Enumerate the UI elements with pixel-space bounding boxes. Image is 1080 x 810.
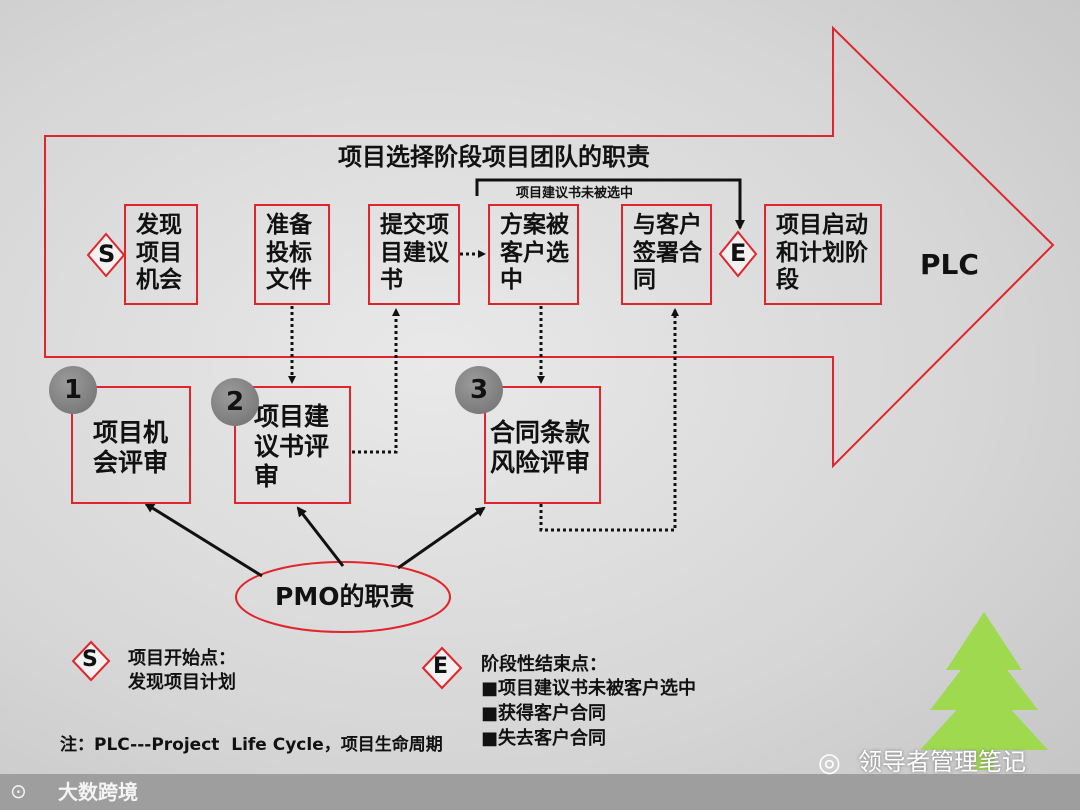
step-label: 与客户 签署合 同 bbox=[633, 212, 702, 294]
step-label: 方案被 客户选 中 bbox=[500, 212, 569, 294]
step-discover-opportunity: 发现 项目 机会 bbox=[124, 204, 198, 305]
footer-bar bbox=[0, 774, 1080, 810]
review-proposal: 项目建 议书评 审 bbox=[234, 386, 351, 504]
review-contract-risk: 合同条款 风险评审 bbox=[484, 386, 601, 504]
review-label: 合同条款 风险评审 bbox=[490, 418, 591, 477]
pmo-to-review1-arrow bbox=[144, 502, 263, 578]
legend-s-diamond-shape bbox=[71, 640, 111, 682]
review-number-badge: 3 bbox=[455, 366, 503, 414]
step-proposal-selected: 方案被 客户选 中 bbox=[488, 204, 579, 305]
end-diamond-shape bbox=[718, 230, 758, 278]
step-label: 项目启动 和计划阶 段 bbox=[776, 212, 868, 294]
review-number-badge: 1 bbox=[49, 366, 97, 414]
step-label: 发现 项目 机会 bbox=[136, 212, 182, 294]
legend-e-diamond-shape bbox=[421, 646, 463, 690]
legend-e-item: ■项目建议书未被客户选中 bbox=[481, 678, 697, 699]
diagram-title: 项目选择阶段项目团队的职责 bbox=[338, 143, 650, 171]
legend-e-title: 阶段性结束点： bbox=[481, 654, 607, 675]
plc-arrow-shape bbox=[44, 25, 1055, 469]
start-diamond-shape bbox=[86, 232, 126, 278]
not-selected-arrow bbox=[475, 178, 745, 230]
step-prepare-bid: 准备 投标 文件 bbox=[254, 204, 330, 305]
wechat-watermark: 领导者管理笔记 bbox=[858, 748, 1026, 776]
end-symbol: E bbox=[730, 239, 747, 267]
legend-s-title: 项目开始点： bbox=[128, 648, 236, 669]
legend-e-item: ■获得客户合同 bbox=[481, 703, 607, 724]
step-label: 准备 投标 文件 bbox=[266, 212, 312, 294]
footer-logo-icon: ⊙ bbox=[10, 779, 27, 803]
legend-e-item: ■失去客户合同 bbox=[481, 728, 607, 749]
review2-to-submit-arrow bbox=[352, 308, 400, 454]
step-submit-proposal: 提交项 目建议 书 bbox=[368, 204, 460, 305]
review-label: 项目建 议书评 审 bbox=[254, 402, 330, 491]
step-sign-contract: 与客户 签署合 同 bbox=[621, 204, 712, 305]
pmo-to-review2-arrow bbox=[296, 506, 345, 567]
not-selected-label: 项目建议书未被选中 bbox=[516, 186, 634, 201]
step-project-initiation: 项目启动 和计划阶 段 bbox=[764, 204, 882, 305]
plc-label: PLC bbox=[920, 248, 979, 281]
legend-e-symbol: E bbox=[433, 654, 449, 679]
review-label: 项目机 会评审 bbox=[93, 418, 169, 477]
footer-logo-text: 大数跨境 bbox=[58, 780, 138, 804]
wechat-icon: ◎ bbox=[818, 748, 841, 778]
pmo-label: PMO的职责 bbox=[275, 582, 415, 611]
legend-s-symbol: S bbox=[82, 647, 98, 672]
footnote: 注：PLC---Project Life Cycle，项目生命周期 bbox=[60, 735, 443, 755]
pmo-to-review3-arrow bbox=[397, 506, 486, 570]
review-number-badge: 2 bbox=[211, 378, 259, 426]
review-opportunity: 项目机 会评审 bbox=[71, 386, 191, 504]
step-label: 提交项 目建议 书 bbox=[380, 212, 449, 294]
legend-s-desc: 发现项目计划 bbox=[128, 672, 236, 693]
tree-decoration bbox=[920, 612, 1048, 770]
start-symbol: S bbox=[98, 240, 116, 268]
review3-to-contract-arrow bbox=[539, 308, 679, 532]
pmo-ellipse-shape bbox=[235, 561, 451, 633]
